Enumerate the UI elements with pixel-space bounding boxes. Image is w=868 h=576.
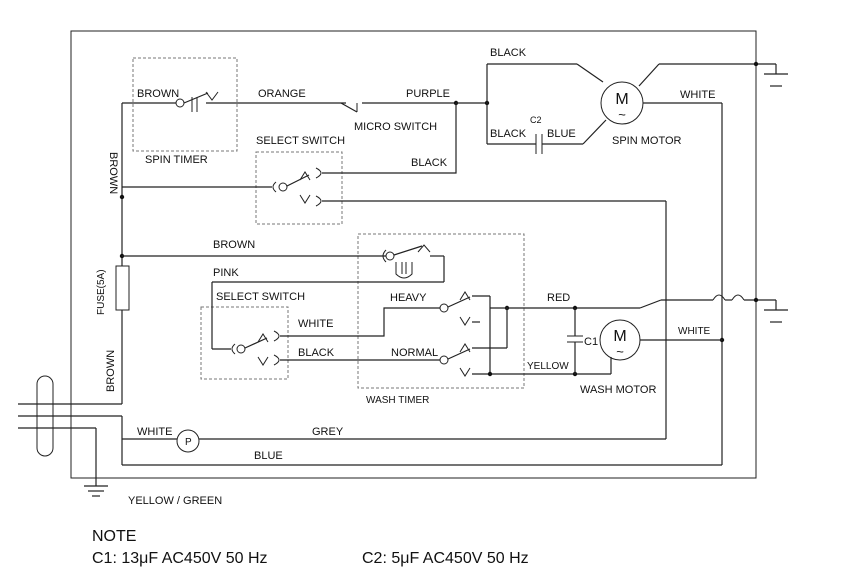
label-fuse: FUSE(5A) — [96, 269, 107, 315]
label-brown-vertical: BROWN — [107, 152, 119, 194]
spin-timer-box — [132, 57, 238, 152]
label-blue-bottom: BLUE — [254, 450, 283, 462]
select-switch-1 — [122, 167, 666, 207]
capacitor-c1 — [567, 308, 583, 374]
note-c2: C2: 5μF AC450V 50 Hz — [362, 550, 529, 567]
label-white-pump: WHITE — [137, 426, 172, 438]
label-black-select: BLACK — [411, 157, 448, 169]
label-wash-timer: WASH TIMER — [366, 395, 429, 406]
label-normal: NORMAL — [391, 347, 438, 359]
ground-symbol-spin — [764, 64, 788, 87]
label-brown-mid: BROWN — [213, 239, 255, 251]
label-white-mid: WHITE — [298, 318, 333, 330]
label-purple: PURPLE — [406, 88, 450, 100]
heavy-normal-contacts — [439, 291, 526, 377]
spin-motor-tilde: ~ — [618, 107, 626, 122]
label-brown-lower: BROWN — [105, 350, 117, 392]
wash-motor-tilde: ~ — [616, 344, 624, 359]
wash-timer-box — [357, 233, 525, 389]
wash-motor — [599, 294, 776, 374]
drain-pump — [121, 416, 722, 466]
wash-timer-cam — [122, 244, 445, 283]
label-orange: ORANGE — [258, 88, 306, 100]
wash-motor-m: M — [613, 328, 626, 345]
ground-symbol-bottom — [84, 485, 108, 497]
label-heavy: HEAVY — [390, 292, 427, 304]
power-cord — [18, 375, 122, 486]
label-blue-c2: BLUE — [547, 128, 576, 140]
label-white-spin: WHITE — [680, 89, 715, 101]
label-spin-timer: SPIN TIMER — [145, 154, 208, 166]
label-black-c2: BLACK — [490, 128, 527, 140]
label-grey: GREY — [312, 426, 344, 438]
label-yellow: YELLOW — [527, 361, 569, 372]
spin-motor-m: M — [615, 91, 628, 108]
label-black-mid: BLACK — [298, 347, 335, 359]
label-black-top: BLACK — [490, 47, 527, 59]
select-switch-2-box — [200, 306, 289, 380]
label-select-switch-2: SELECT SWITCH — [216, 291, 305, 303]
note-title: NOTE — [92, 528, 137, 545]
label-white-wash: WHITE — [678, 326, 711, 337]
spin-timer-contact — [122, 91, 346, 112]
label-micro-switch: MICRO SWITCH — [354, 121, 437, 133]
label-yellow-green: YELLOW / GREEN — [128, 495, 222, 507]
label-pump-symbol: P — [185, 437, 192, 448]
label-red: RED — [547, 292, 570, 304]
micro-switch — [340, 102, 456, 113]
label-c1: C1 — [584, 336, 598, 348]
diagram-frame — [70, 30, 757, 479]
label-brown-top: BROWN — [137, 88, 179, 100]
black-wire-select-1 — [322, 103, 457, 174]
label-c2: C2 — [530, 115, 542, 125]
ground-symbol-wash — [764, 300, 788, 323]
label-select-switch-1: SELECT SWITCH — [256, 135, 345, 147]
label-wash-motor: WASH MOTOR — [580, 384, 656, 396]
note-c1: C1: 13μF AC450V 50 Hz — [92, 550, 268, 567]
fuse — [115, 265, 130, 311]
select-switch-1-box — [255, 151, 343, 225]
label-pink: PINK — [213, 267, 239, 279]
label-spin-motor: SPIN MOTOR — [612, 135, 682, 147]
select-switch-2 — [211, 282, 440, 366]
